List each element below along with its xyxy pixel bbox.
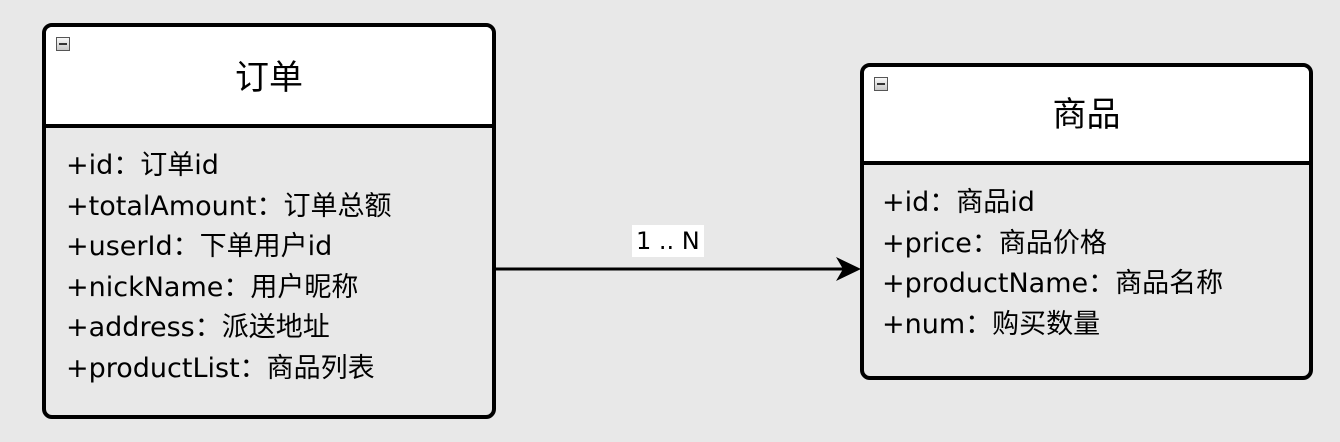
order-attribute: +id：订单id — [66, 150, 219, 181]
order-attribute: +productList：商品列表 — [66, 352, 375, 384]
order-class-box[interactable]: 订单 +id：订单id +totalAmount：订单总额 +userId：下单… — [42, 23, 496, 419]
product-attribute: +price：商品价格 — [882, 227, 1107, 259]
product-class-box[interactable]: 商品 +id：商品id +price：商品价格 +productName：商品名… — [860, 63, 1313, 380]
product-attribute: +num：购买数量 — [882, 308, 1101, 340]
product-class-title: 商品 — [1052, 95, 1121, 135]
order-attribute: +nickName：用户昵称 — [66, 271, 359, 303]
minus-square-icon[interactable] — [56, 37, 70, 51]
product-attribute: +productName：商品名称 — [882, 268, 1224, 299]
product-class-header: 商品 — [864, 67, 1309, 165]
product-attribute-list: +id：商品id +price：商品价格 +productName：商品名称 +… — [864, 165, 1309, 345]
association-arrowhead — [836, 257, 861, 281]
order-attribute: +totalAmount：订单总额 — [66, 190, 392, 222]
product-attribute: +id：商品id — [882, 187, 1035, 218]
order-class-header: 订单 — [46, 27, 492, 128]
order-attribute-list: +id：订单id +totalAmount：订单总额 +userId：下单用户i… — [46, 128, 492, 389]
multiplicity-label: 1 .. N — [632, 225, 704, 257]
order-attribute: +userId：下单用户id — [66, 231, 333, 262]
minus-square-icon[interactable] — [874, 77, 888, 91]
order-attribute: +address：派送地址 — [66, 312, 330, 343]
order-class-title: 订单 — [235, 58, 303, 98]
